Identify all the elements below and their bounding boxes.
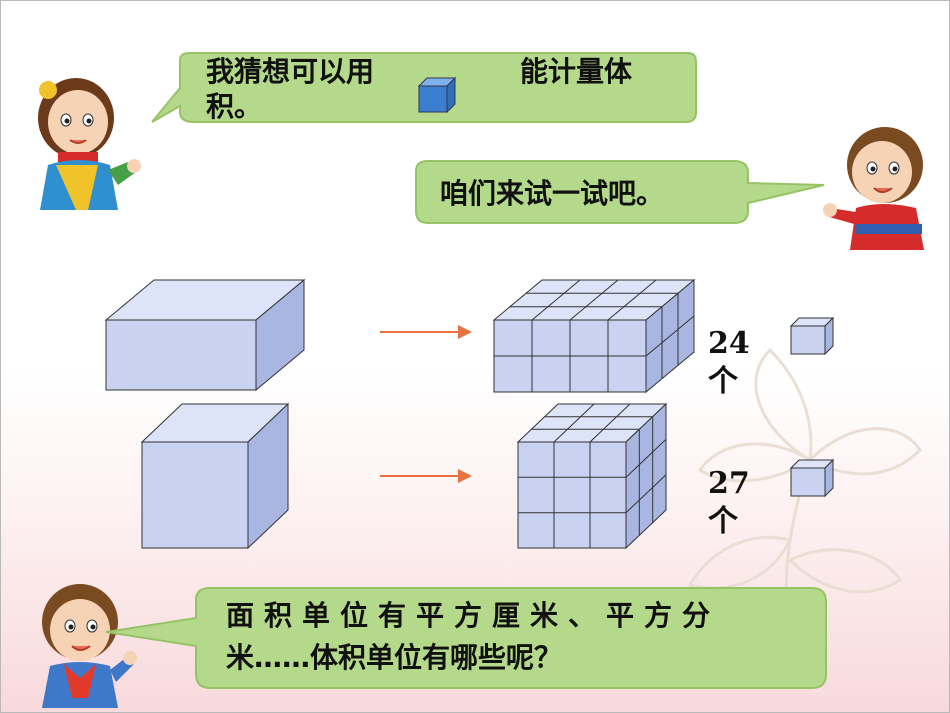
arrow-row2 (380, 469, 472, 483)
unit-cube-row2 (789, 458, 835, 498)
count-row1-unit: 个 (708, 364, 738, 399)
cuboid-divided-24 (492, 278, 696, 394)
count-row2-number: 27 (708, 466, 750, 501)
cuboid-large (104, 278, 306, 392)
cube-large (140, 402, 290, 550)
bottom-bubble-line1: 面积单位有平方厘米、平方分 (226, 599, 721, 632)
boy-illustration-bottom (42, 584, 137, 708)
girl-bubble-line1-after: 能计量体 (520, 55, 633, 88)
boy-right-bubble-text: 咱们来试一试吧。 (440, 177, 665, 210)
speech-bubble-boy-bottom (105, 587, 827, 689)
count-row1-number: 24 (708, 326, 750, 361)
count-row2-unit: 个 (708, 504, 738, 539)
girl-bubble-line2: 积。 (206, 90, 263, 123)
girl-bubble-line1-before: 我猜想可以用 (206, 55, 375, 88)
unit-cube-row1 (789, 316, 835, 356)
unit-cube-icon (417, 76, 457, 114)
speech-bubble-boy-right (415, 160, 825, 224)
cube-divided-27 (516, 402, 668, 550)
arrow-row1 (380, 325, 472, 339)
girl-illustration (38, 78, 141, 210)
boy-illustration-right (823, 127, 924, 250)
bottom-bubble-line2: 米……体积单位有哪些呢？ (226, 641, 563, 674)
